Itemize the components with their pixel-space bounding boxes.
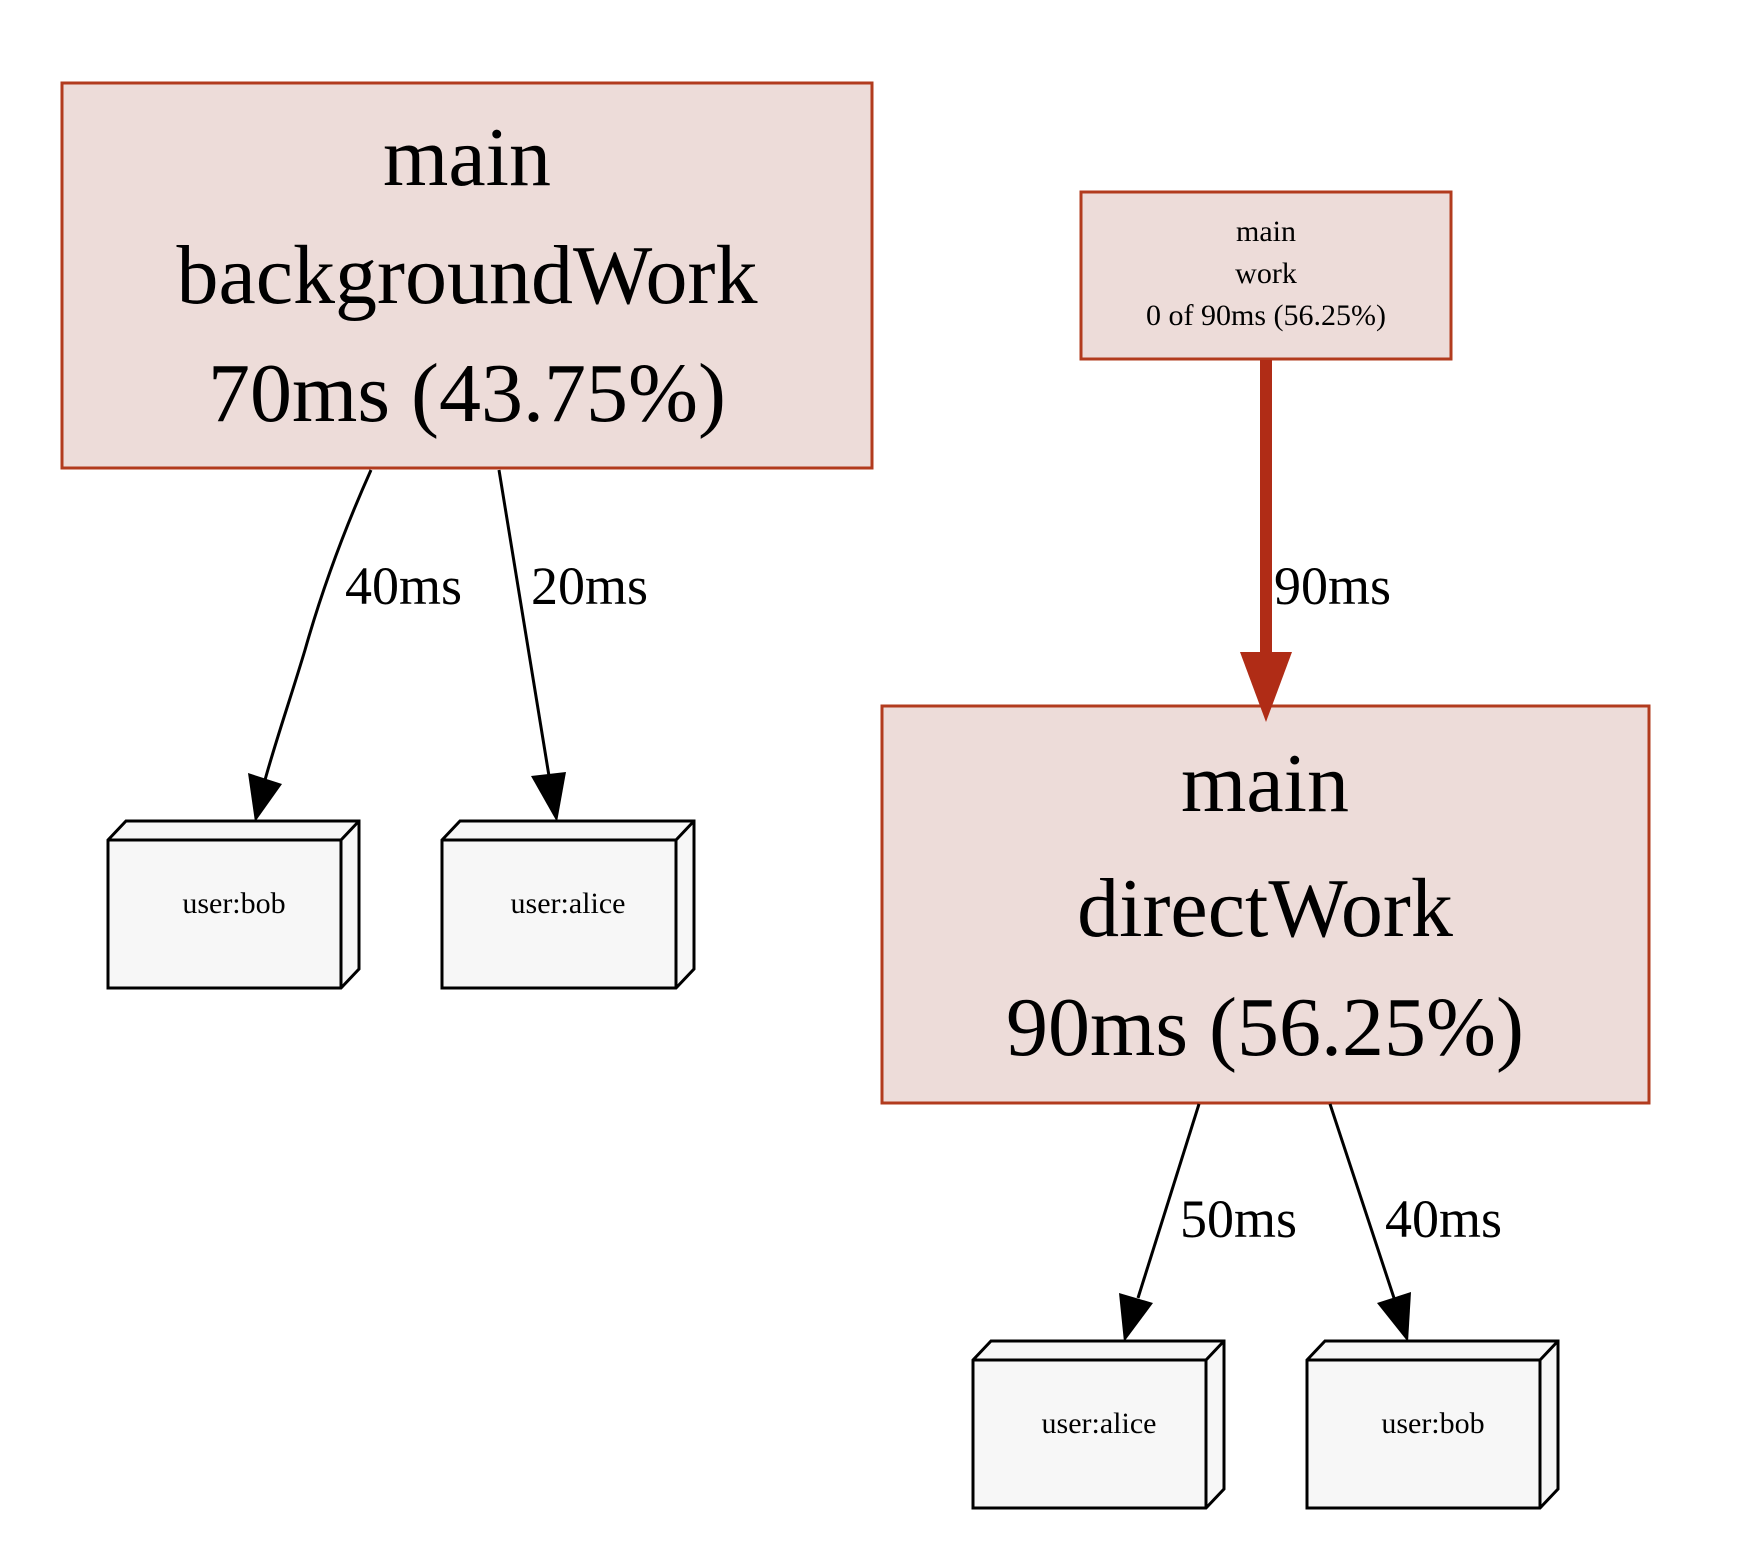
tag-node-bg-alice-label: user:alice [511, 887, 626, 920]
node-direct-work-cost: 90ms (56.25%) [1006, 981, 1524, 1074]
edge-work-to-direct-arrowhead [1240, 652, 1292, 722]
node-background-work-package: main [383, 111, 551, 204]
tag-node-dw-alice-shape [971, 1339, 1226, 1510]
edge-dw-to-bob-line [1328, 1103, 1396, 1299]
edge-bg-to-bob-line [263, 469, 373, 781]
edge-bg-to-alice-label: 20ms [531, 556, 648, 616]
edge-dw-to-alice[interactable]: 50ms [1119, 1103, 1297, 1342]
tag-node-dw-bob[interactable]: user:bob [1305, 1339, 1560, 1510]
edge-bg-to-bob[interactable]: 40ms [248, 469, 462, 822]
node-work[interactable]: main work 0 of 90ms (56.25%) [1079, 190, 1453, 361]
tag-node-bg-bob-label: user:bob [182, 887, 285, 920]
edge-dw-to-bob-label: 40ms [1385, 1189, 1502, 1249]
edge-dw-to-alice-label: 50ms [1180, 1189, 1297, 1249]
edge-bg-to-alice-arrowhead [531, 772, 566, 822]
edge-dw-to-bob[interactable]: 40ms [1328, 1103, 1502, 1342]
tag-node-bg-alice[interactable]: user:alice [440, 819, 696, 990]
node-direct-work-func: directWork [1077, 862, 1453, 955]
tag-node-bg-bob[interactable]: user:bob [106, 819, 361, 990]
edge-work-to-direct-label: 90ms [1274, 556, 1391, 616]
tag-node-bg-bob-shape [106, 819, 361, 990]
node-work-cost: 0 of 90ms (56.25%) [1146, 299, 1386, 332]
node-background-work-box [60, 81, 874, 470]
tag-node-dw-alice-label: user:alice [1042, 1407, 1157, 1440]
node-work-box [1079, 190, 1453, 361]
node-work-func: work [1235, 257, 1297, 290]
tag-node-dw-bob-shape [1305, 1339, 1560, 1510]
node-background-work-cost: 70ms (43.75%) [208, 347, 726, 440]
edge-bg-to-bob-label: 40ms [345, 556, 462, 616]
node-background-work-func: backgroundWork [176, 229, 757, 322]
tag-node-dw-bob-label: user:bob [1381, 1407, 1484, 1440]
tag-node-bg-alice-shape [440, 819, 696, 990]
edge-dw-to-bob-arrowhead [1377, 1292, 1411, 1342]
tag-node-dw-alice[interactable]: user:alice [971, 1339, 1226, 1510]
edge-bg-to-alice[interactable]: 20ms [497, 469, 648, 822]
edge-bg-to-alice-line [497, 469, 551, 777]
edge-dw-to-alice-line [1136, 1103, 1201, 1299]
node-direct-work[interactable]: main directWork 90ms (56.25%) [880, 704, 1651, 1105]
edge-bg-to-bob-arrowhead [248, 773, 282, 822]
node-background-work[interactable]: main backgroundWork 70ms (43.75%) [60, 81, 874, 470]
edge-work-to-direct[interactable]: 90ms [1240, 360, 1391, 722]
node-direct-work-package: main [1181, 737, 1349, 830]
node-work-package: main [1236, 215, 1296, 248]
edge-dw-to-alice-arrowhead [1119, 1293, 1153, 1342]
